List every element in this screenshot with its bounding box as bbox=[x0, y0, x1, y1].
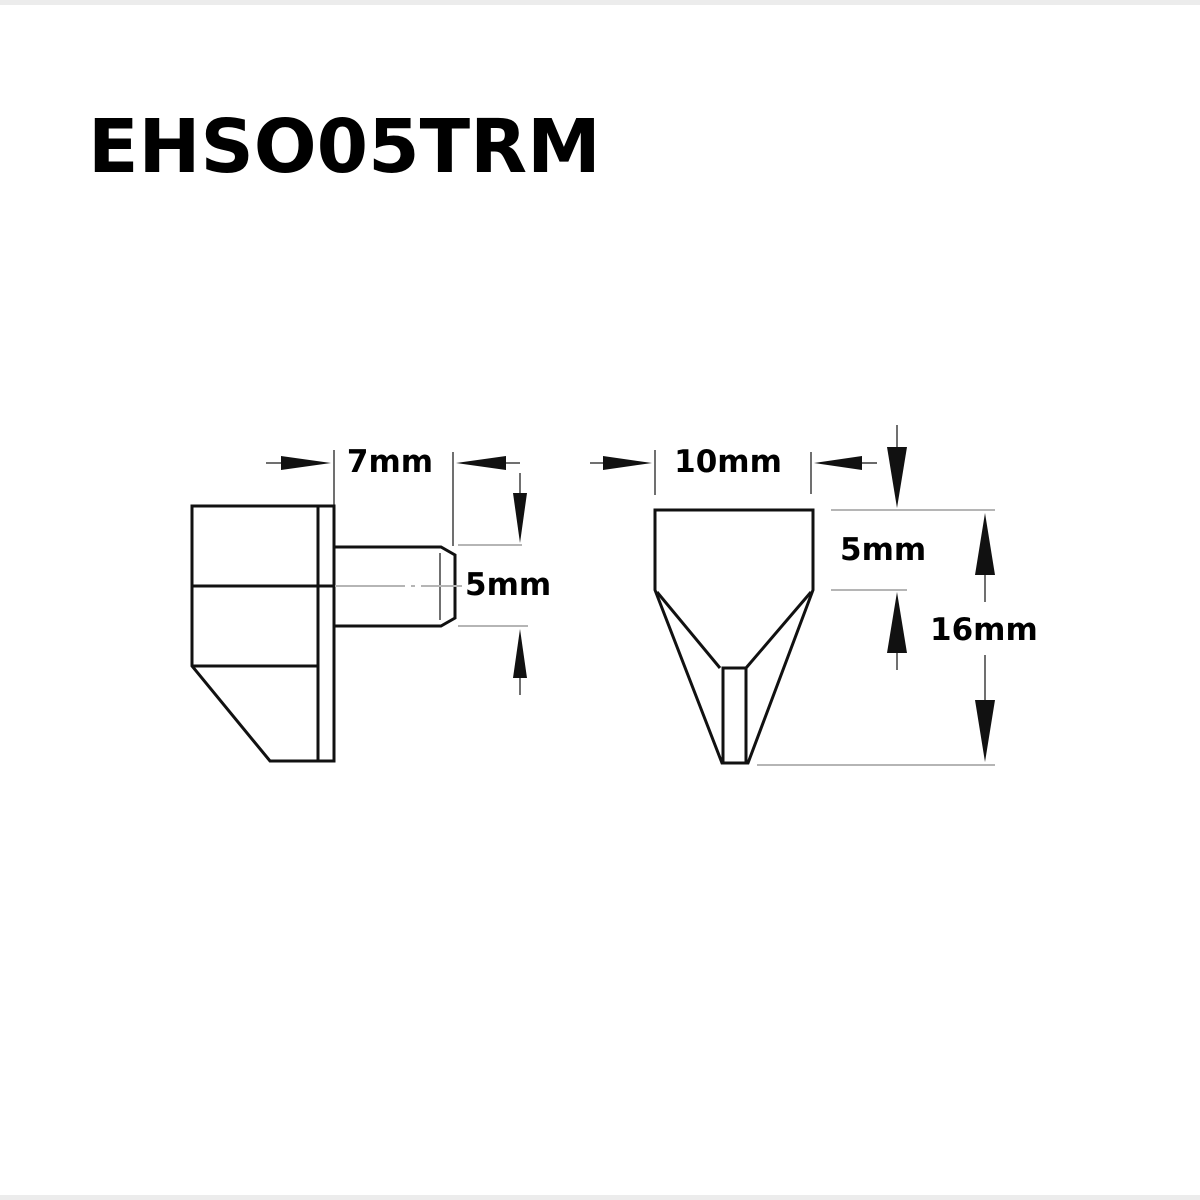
side-width-label: 7mm bbox=[347, 444, 433, 480]
arrow-down-icon bbox=[887, 447, 907, 508]
top-height-label: 5mm bbox=[840, 532, 926, 568]
front-view-facet-right bbox=[744, 591, 813, 669]
total-height-label: 16mm bbox=[930, 612, 1038, 648]
pin-diameter-label: 5mm bbox=[465, 567, 551, 603]
arrow-up-icon bbox=[887, 592, 907, 653]
bottom-border bbox=[0, 1195, 1200, 1200]
arrow-left-icon bbox=[456, 456, 506, 470]
arrow-down-icon bbox=[513, 493, 527, 543]
side-view: 7mm 5mm bbox=[190, 444, 551, 763]
front-width-label: 10mm bbox=[674, 444, 782, 480]
product-code-title: EHSO05TRM bbox=[88, 104, 601, 190]
arrow-right-icon bbox=[603, 456, 652, 470]
top-border bbox=[0, 0, 1200, 5]
arrow-up-icon bbox=[975, 513, 995, 575]
arrow-down-icon bbox=[975, 700, 995, 762]
arrow-right-icon bbox=[281, 456, 331, 470]
arrow-up-icon bbox=[513, 629, 527, 678]
side-view-body bbox=[190, 504, 336, 763]
arrow-left-icon bbox=[814, 456, 862, 470]
front-view-head bbox=[653, 508, 815, 765]
front-view-stem bbox=[721, 666, 748, 765]
front-view-facet-left bbox=[655, 591, 722, 669]
front-view: 10mm 5mm 16mm bbox=[590, 425, 1038, 766]
